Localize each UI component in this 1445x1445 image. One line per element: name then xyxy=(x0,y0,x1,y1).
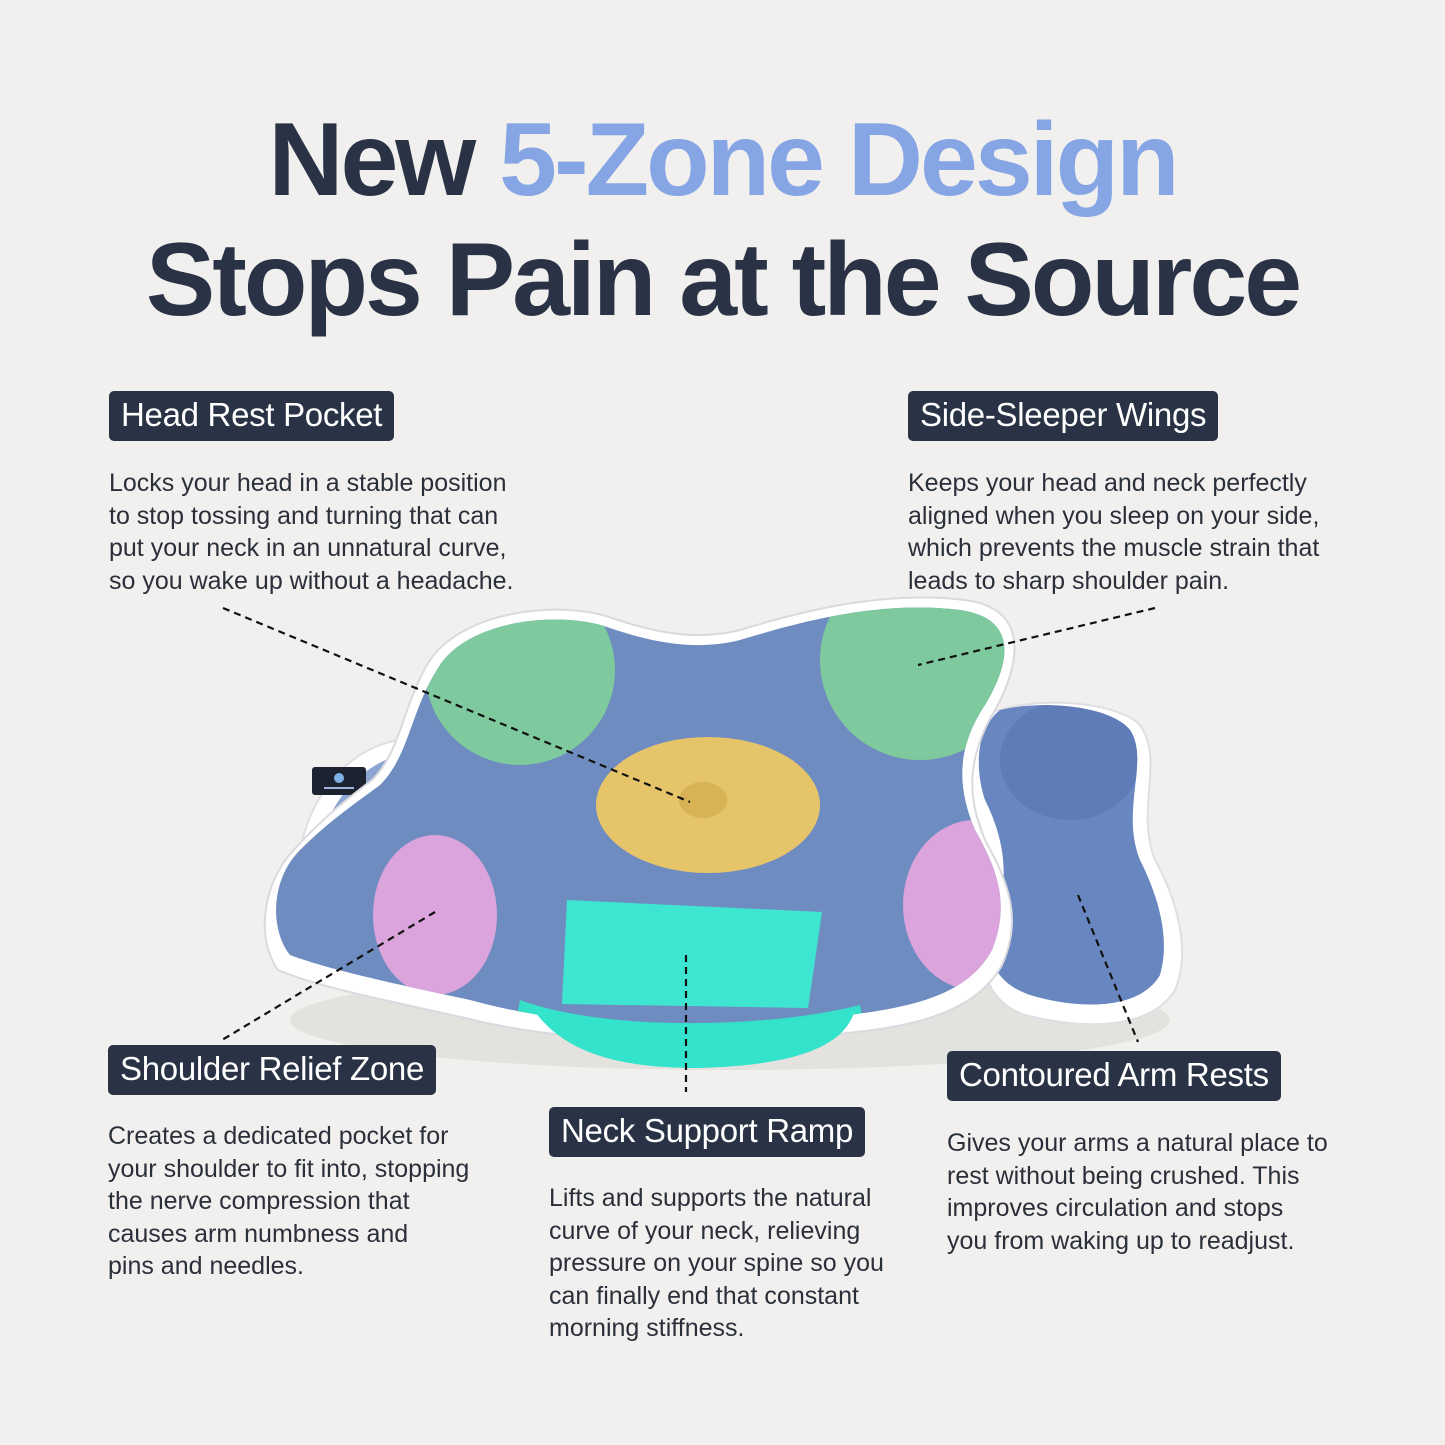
side-wings-description: Keeps your head and neck perfectly align… xyxy=(908,467,1319,597)
side-wings-line: leads to sharp shoulder pain. xyxy=(908,566,1230,595)
headline-line-2: Stops Pain at the Source xyxy=(145,222,1302,338)
shoulder-line: your shoulder to fit into, stopping xyxy=(108,1154,470,1183)
head-rest-title: Head Rest Pocket xyxy=(109,391,395,442)
leader-head-rest xyxy=(222,606,691,804)
headline-line-1: New 5-Zone Design xyxy=(0,108,1445,212)
zone-teal-ramp-front xyxy=(530,1005,855,1068)
arm-rests-description: Gives your arms a natural place to rest … xyxy=(947,1127,1328,1257)
neck-line: morning stiffness. xyxy=(549,1314,745,1342)
zone-green-left xyxy=(425,607,615,765)
leader-shoulder xyxy=(221,911,436,1041)
head-rest-line: so you wake up without a headache. xyxy=(109,566,514,595)
neck-line: pressure on your spine so you xyxy=(549,1249,884,1277)
neck-line: Lifts and supports the natural xyxy=(549,1184,872,1212)
side-wings-line: which prevents the muscle strain that xyxy=(908,534,1320,562)
zone-pink-left xyxy=(373,835,497,995)
brand-tag-text-mark xyxy=(324,787,354,789)
headrest-dimple xyxy=(679,782,727,818)
shoulder-description: Creates a dedicated pocket for your shou… xyxy=(108,1120,469,1283)
arm-rests-line: you from waking up to readjust. xyxy=(947,1226,1295,1255)
headline-prefix: New xyxy=(268,102,476,218)
shoulder-title: Shoulder Relief Zone xyxy=(108,1045,437,1096)
arm-rests-line: Gives your arms a natural place to xyxy=(947,1129,1328,1157)
shoulder-line: causes arm numbness and xyxy=(108,1219,409,1248)
brand-tag-logo-icon xyxy=(334,773,344,783)
headline-accent: 5-Zone Design xyxy=(499,102,1180,218)
arm-rests-title: Contoured Arm Rests xyxy=(947,1051,1281,1102)
side-wings-line: Keeps your head and neck perfectly xyxy=(908,469,1307,497)
neck-line: curve of your neck, relieving xyxy=(549,1216,861,1245)
arm-rests-line: improves circulation and stops xyxy=(947,1194,1284,1222)
shoulder-line: Creates a dedicated pocket for xyxy=(108,1122,449,1150)
shoulder-line: the nerve compression that xyxy=(108,1187,410,1215)
head-rest-line: to stop tossing and turning that can xyxy=(109,501,499,530)
leader-side-wings xyxy=(917,606,1156,667)
head-rest-line: put your neck in an unnatural curve, xyxy=(109,534,507,562)
neck-line: can finally end that constant xyxy=(549,1281,859,1310)
right-wing-highlight xyxy=(1000,705,1140,820)
side-wings-line: aligned when you sleep on your side, xyxy=(908,501,1320,530)
zone-pink-right xyxy=(903,820,1005,990)
arm-rests-line: rest without being crushed. This xyxy=(947,1161,1300,1190)
leader-arm-rests xyxy=(1076,894,1140,1043)
neck-description: Lifts and supports the natural curve of … xyxy=(549,1182,884,1345)
neck-title: Neck Support Ramp xyxy=(549,1107,866,1158)
side-wings-title: Side-Sleeper Wings xyxy=(908,391,1219,442)
head-rest-description: Locks your head in a stable position to … xyxy=(109,467,513,597)
zone-teal-neck xyxy=(562,900,822,1008)
head-rest-line: Locks your head in a stable position xyxy=(109,469,507,497)
shoulder-line: pins and needles. xyxy=(108,1252,304,1280)
